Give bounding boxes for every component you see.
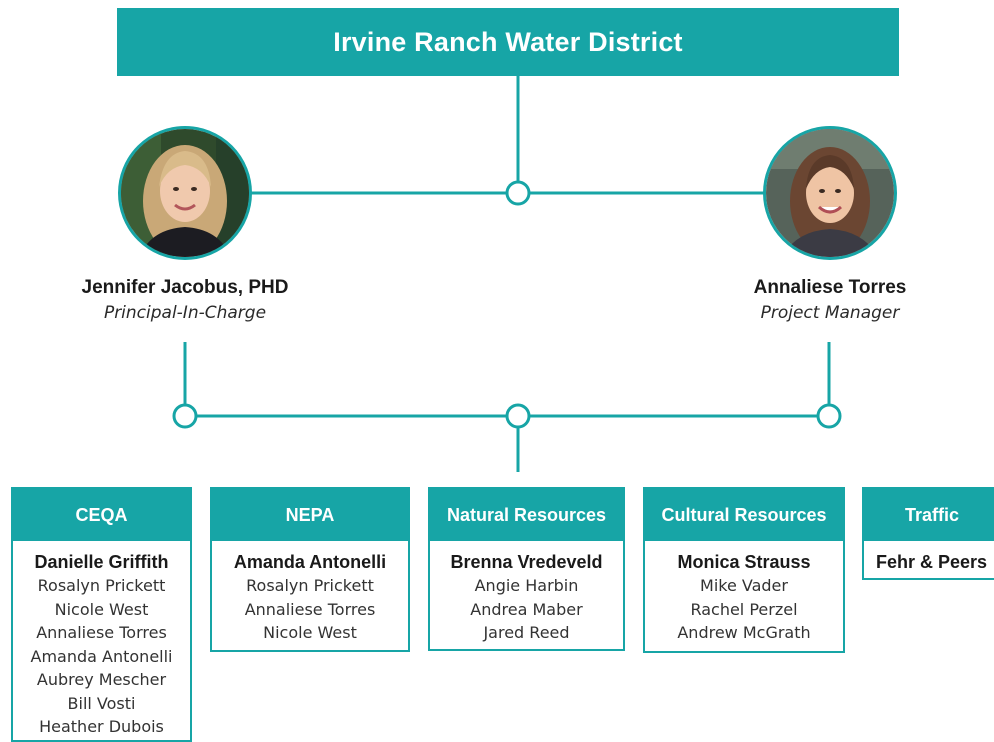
left-team-node [172, 403, 198, 429]
leader-avatar-left [118, 126, 252, 260]
team-member: Jared Reed [483, 623, 570, 642]
team-member: Rosalyn Prickett [246, 576, 374, 595]
team-title: Natural Resources [430, 489, 623, 541]
leader-name: Annaliese Torres [753, 277, 907, 298]
team-card-ceqa: CEQA Danielle Griffith Rosalyn Prickett … [11, 487, 192, 742]
team-title: NEPA [212, 489, 408, 541]
org-title: Irvine Ranch Water District [117, 8, 899, 76]
team-member: Nicole West [263, 623, 357, 642]
team-lead: Danielle Griffith [34, 552, 169, 572]
team-member: Nicole West [54, 599, 149, 619]
leader-right: Annaliese Torres Project Manager [690, 277, 970, 323]
team-member: Annaliese Torres [36, 623, 167, 642]
team-member: Rosalyn Prickett [37, 576, 166, 595]
portrait-photo [121, 129, 249, 257]
team-card-traffic: Traffic Fehr & Peers [862, 487, 994, 580]
right-team-node [816, 403, 842, 429]
team-lead: Fehr & Peers [876, 552, 988, 572]
team-member: Aubrey Mescher [36, 670, 167, 689]
team-title: Cultural Resources [645, 489, 843, 541]
team-card-cultural-resources: Cultural Resources Monica Strauss Mike V… [643, 487, 845, 653]
team-member: Amanda Antonelli [30, 646, 173, 666]
team-member: Andrew McGrath [677, 623, 811, 642]
leader-avatar-right [763, 126, 897, 260]
team-member: Heather Dubois [39, 717, 164, 736]
team-member: Angie Harbin [474, 576, 579, 595]
team-card-natural-resources: Natural Resources Brenna Vredeveld Angie… [428, 487, 625, 651]
leader-role: Principal-In-Charge [103, 303, 267, 323]
team-member: Rachel Perzel [690, 599, 798, 619]
team-lead: Amanda Antonelli [233, 552, 387, 572]
team-member: Bill Vosti [67, 693, 136, 713]
team-title: CEQA [13, 489, 190, 541]
leaders-node [505, 180, 531, 206]
team-lead: Monica Strauss [677, 552, 811, 572]
team-card-nepa: NEPA Amanda Antonelli Rosalyn Prickett A… [210, 487, 410, 652]
leader-left: Jennifer Jacobus, PHD Principal-In-Charg… [45, 277, 325, 323]
center-team-node [505, 403, 531, 429]
team-lead: Brenna Vredeveld [450, 552, 603, 572]
leader-role: Project Manager [760, 303, 900, 323]
team-member: Mike Vader [700, 576, 788, 595]
team-title: Traffic [864, 489, 994, 541]
leader-name: Jennifer Jacobus, PHD [81, 277, 289, 298]
portrait-photo [766, 129, 894, 257]
team-member: Annaliese Torres [244, 599, 376, 619]
team-member: Andrea Maber [470, 599, 583, 619]
